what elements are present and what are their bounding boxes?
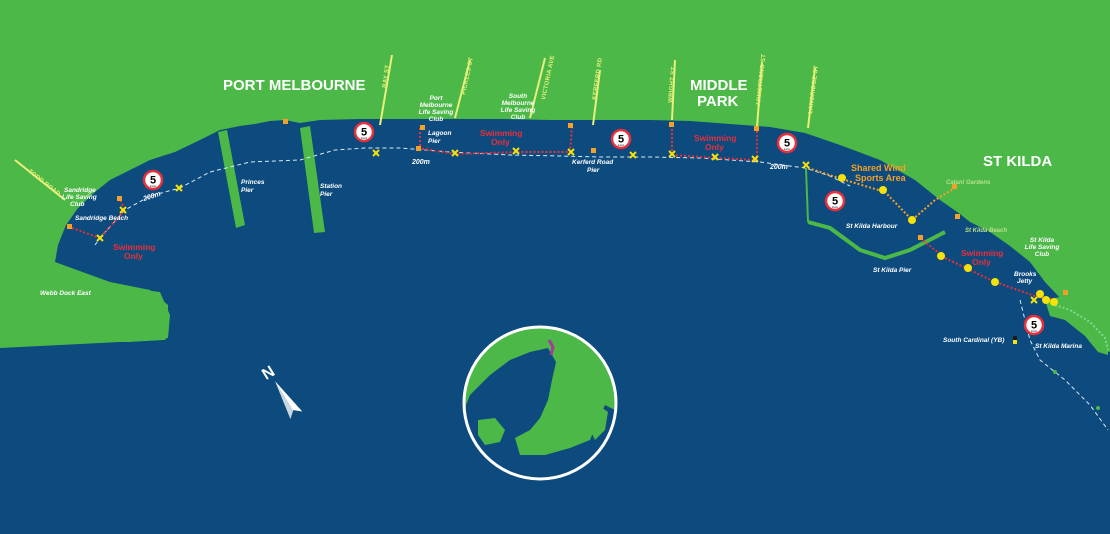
area-st-kilda: ST KILDA	[983, 153, 1052, 170]
speed-sign-unit: knots	[784, 148, 791, 151]
marina-area	[1045, 296, 1108, 355]
orange-markers	[67, 119, 1068, 295]
roads	[14, 54, 816, 201]
label-sandridge-lsc-1: Sandridge	[64, 187, 96, 194]
distance-3: 200m	[769, 164, 788, 171]
label-st-kilda-marina: St Kilda Marina	[1035, 343, 1082, 350]
yellow-buoys	[838, 174, 1058, 306]
speed-sign-value: 5	[784, 138, 790, 150]
wind-zone-b: Sports Area	[855, 173, 907, 183]
inset-locator-map	[462, 325, 618, 481]
label-station-pier-1: Station	[320, 183, 342, 190]
road-kerferd-rd: KERFERD RD	[592, 57, 604, 100]
swim-zone-3-b: Only	[705, 142, 724, 152]
label-sandridge-lsc-2: Life Saving	[62, 194, 97, 201]
label-port-melb-lsc-3: Life Saving	[419, 109, 454, 116]
swim-zone-4-b: Only	[972, 257, 991, 267]
swim-zone-3-a: Swimming	[694, 133, 737, 143]
north-arrow-icon	[275, 381, 303, 419]
label-sandridge-lsc-3: Club	[70, 201, 84, 208]
swim-zone-2-a: Swimming	[480, 128, 523, 138]
swim-zone-4-a: Swimming	[961, 248, 1004, 258]
yellow-x-markers	[96, 147, 1038, 304]
road-bay-st: BAY ST	[382, 64, 391, 88]
label-st-kilda-harbour: St Kilda Harbour	[846, 223, 898, 230]
land-foreshore	[0, 0, 1110, 352]
speed-sign-2: 5 knots	[353, 121, 375, 143]
speed-sign-value: 5	[832, 196, 838, 208]
swim-zone-1-b: Only	[124, 251, 143, 261]
label-lagoon-pier-1: Lagoon	[428, 130, 451, 137]
port-melbourne-inner-water	[222, 121, 320, 165]
label-south-cardinal: South Cardinal (YB)	[943, 337, 1004, 344]
label-princes-pier-2: Pier	[241, 187, 254, 194]
label-kerferd-pier-2: Pier	[587, 167, 600, 174]
st-kilda-harbour-water	[808, 168, 935, 236]
label-st-kilda-lsc-1: St Kilda	[1030, 237, 1055, 244]
label-webb-dock: Webb Dock East	[40, 290, 92, 297]
speed-sign-5: 5 knots	[824, 190, 846, 212]
label-catani-gardens: Catani Gardens	[946, 180, 991, 186]
marina-boundary	[1054, 304, 1109, 351]
speed-sign-value: 5	[618, 134, 624, 146]
label-south-melb-lsc-2: Melbourne	[502, 100, 535, 107]
st-kilda-pier-line	[805, 167, 809, 223]
speed-sign-3: 5 knots	[610, 128, 632, 150]
label-brooks-jetty-1: Brooks	[1014, 271, 1037, 278]
st-kilda-breakwater	[807, 220, 946, 261]
speed-sign-unit: knots	[150, 185, 157, 188]
distance-2: 200m	[411, 159, 430, 166]
label-st-kilda-lsc-2: Life Saving	[1025, 244, 1060, 251]
speed-sign-6: 5 knots	[1023, 314, 1045, 336]
speed-limit-signs: 5 knots 5 knots 5 knots 5 knots 5 knots …	[142, 121, 1045, 336]
label-st-kilda-lsc-3: Club	[1035, 251, 1049, 258]
wind-zone-a: Shared Wind	[851, 163, 906, 173]
speed-sign-4: 5 knots	[776, 132, 798, 154]
speed-sign-value: 5	[1031, 320, 1037, 332]
road-wright-st: WRIGHT ST	[668, 66, 677, 103]
label-station-pier-2: Pier	[320, 191, 333, 198]
swim-zone-2-b: Only	[491, 137, 510, 147]
area-middle-park-1: MIDDLE	[690, 77, 748, 94]
south-cardinal-marker	[1013, 336, 1017, 344]
speed-sign-value: 5	[361, 127, 367, 139]
station-pier	[300, 126, 325, 233]
label-south-melb-lsc-4: Club	[511, 114, 525, 121]
label-kerferd-pier-1: Kerferd Road	[572, 159, 614, 166]
road-langridge-st: LANGRIDGE ST	[808, 65, 820, 114]
label-sandridge-beach: Sandridge Beach	[75, 215, 128, 222]
boat-channel-dashes-2	[1019, 299, 1109, 431]
label-south-melb-lsc-3: Life Saving	[501, 107, 536, 114]
speed-sign-unit: knots	[832, 206, 839, 209]
label-st-kilda-pier: St Kilda Pier	[873, 267, 912, 274]
green-channel-markers	[1053, 370, 1100, 410]
speed-sign-1: 5 knots	[142, 169, 164, 191]
road-armstrong-st: ARMSTRONG ST	[756, 54, 767, 107]
webb-dock-channel	[0, 340, 168, 534]
area-port-melbourne: PORT MELBOURNE	[223, 77, 366, 94]
label-port-melb-lsc-1: Port	[430, 95, 444, 102]
label-lagoon-pier-2: Pier	[428, 138, 441, 145]
area-middle-park-2: PARK	[697, 93, 739, 110]
princes-pier	[218, 130, 245, 228]
speed-sign-unit: knots	[1031, 330, 1038, 333]
boat-channel-dashes	[94, 147, 851, 246]
label-port-melb-lsc-4: Club	[429, 116, 443, 123]
speed-sign-value: 5	[150, 175, 156, 187]
swim-zone-1-a: Swimming	[113, 242, 156, 252]
speed-sign-unit: knots	[361, 137, 368, 140]
speed-sign-unit: knots	[618, 144, 625, 147]
webb-dock-land	[0, 262, 170, 348]
label-st-kilda-beach: St Kilda Beach	[965, 228, 1007, 234]
label-port-melb-lsc-2: Melbourne	[420, 102, 453, 109]
label-brooks-jetty-2: Jetty	[1017, 278, 1033, 285]
label-princes-pier-1: Princes	[241, 179, 265, 186]
label-south-melb-lsc-1: South	[509, 93, 527, 100]
